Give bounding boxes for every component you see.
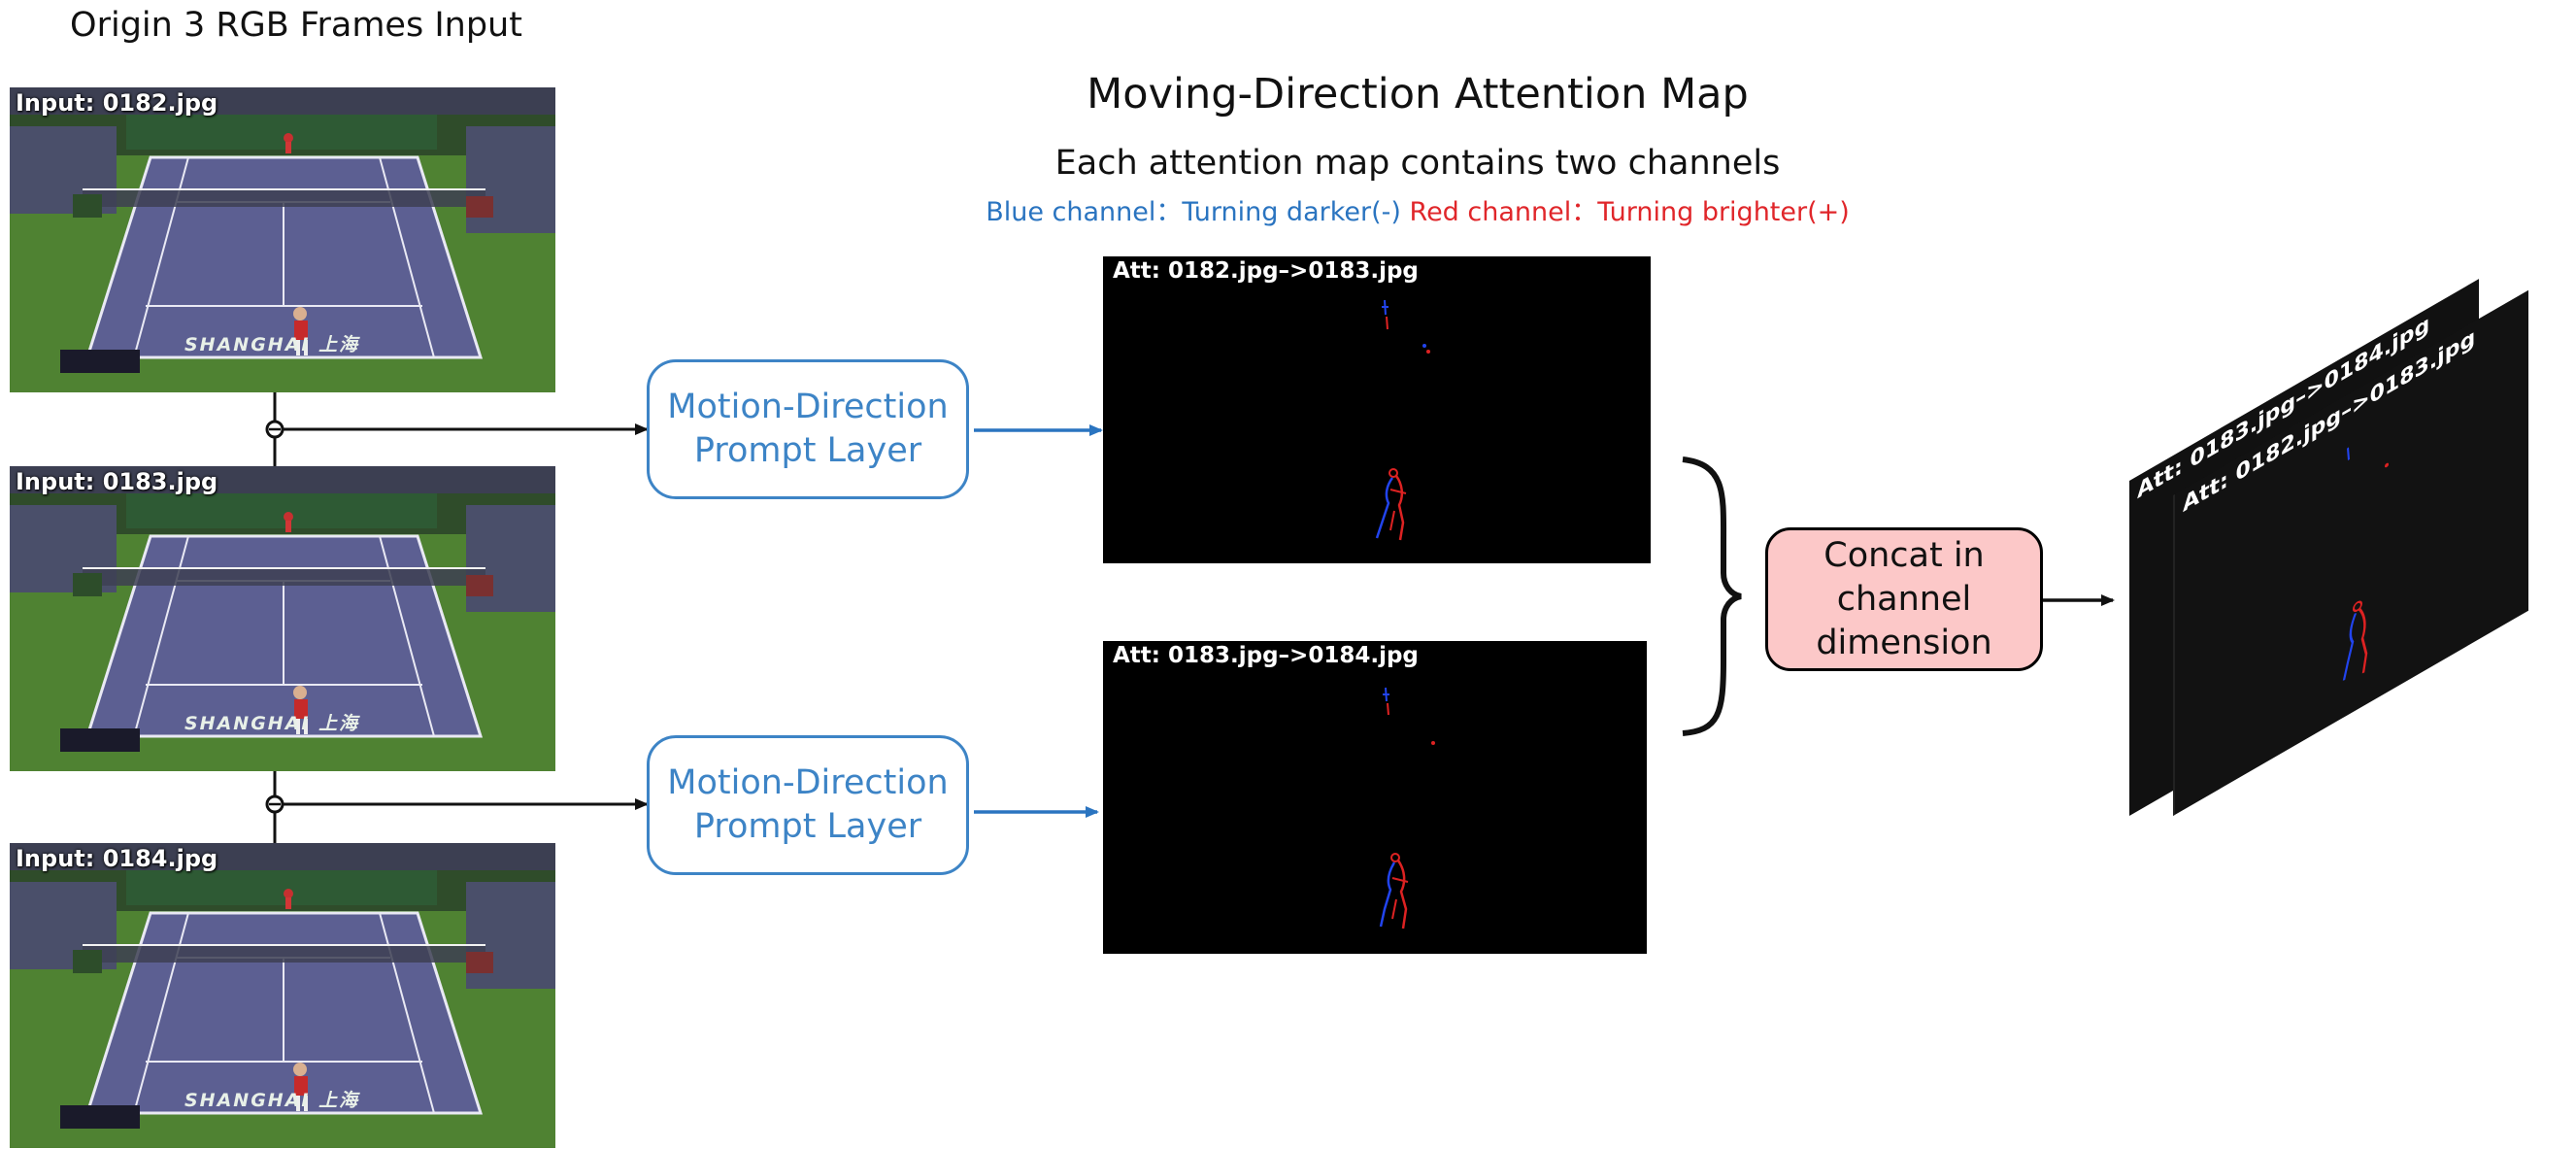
prompt-layer-line2: Prompt Layer [693, 807, 922, 846]
attention-map-figure [1375, 299, 1430, 541]
tennis-court-image [10, 843, 555, 1148]
stacked-map-figure [2342, 447, 2389, 681]
input-frame-0182: Input: 0182.jpg SHANGHAI 上海 [10, 87, 555, 392]
prompt-layer-box: Motion-Direction Prompt Layer [647, 359, 969, 499]
prompt-layer-line2: Prompt Layer [693, 431, 922, 470]
frame-banner: SHANGHAI 上海 [184, 713, 360, 734]
prompt-layer-box: Motion-Direction Prompt Layer [647, 735, 969, 875]
input-frame-0184: Input: 0184.jpg SHANGHAI 上海 [10, 843, 555, 1148]
attention-map-1: Att: 0182.jpg–>0183.jpg [1103, 256, 1651, 563]
prompt-layer-line1: Motion-Direction [667, 763, 949, 802]
concat-line2: channel [1836, 579, 1972, 619]
frame-label: Input: 0182.jpg [16, 89, 218, 117]
attention-map-2: Att: 0183.jpg–>0184.jpg [1103, 641, 1647, 954]
prompt-layer-line1: Motion-Direction [667, 388, 949, 426]
frame-label: Input: 0184.jpg [16, 845, 218, 872]
frame-banner: SHANGHAI 上海 [184, 1090, 360, 1111]
frame-banner: SHANGHAI 上海 [184, 334, 360, 355]
input-frame-0183: Input: 0183.jpg SHANGHAI 上海 [10, 466, 555, 771]
concat-box: Concat in channel dimension [1765, 527, 2043, 671]
attention-map-label: Att: 0183.jpg–>0184.jpg [1113, 643, 1419, 668]
attention-map-label: Att: 0182.jpg–>0183.jpg [1113, 258, 1419, 284]
tennis-court-image [10, 466, 555, 771]
legend-blue-channel: Blue channel：Turning darker(-) [986, 197, 1401, 227]
concat-line3: dimension [1816, 623, 1992, 662]
attention-map-figure [1379, 687, 1435, 929]
brace-icon [1682, 456, 1742, 736]
tennis-court-image [10, 87, 555, 392]
attention-map-title: Moving-Direction Attention Map [1087, 70, 1749, 118]
concat-line1: Concat in [1823, 535, 1985, 575]
channel-legend: Blue channel：Turning darker(-) Red chann… [932, 190, 1903, 228]
legend-red-channel: Red channel：Turning brighter(+) [1409, 197, 1850, 227]
origin-frames-title: Origin 3 RGB Frames Input [70, 6, 522, 45]
frame-label: Input: 0183.jpg [16, 468, 218, 495]
attention-map-subtitle: Each attention map contains two channels [1054, 144, 1781, 183]
stacked-attention-map-front: Att: 0182.jpg–>0183.jpg [2173, 289, 2528, 816]
